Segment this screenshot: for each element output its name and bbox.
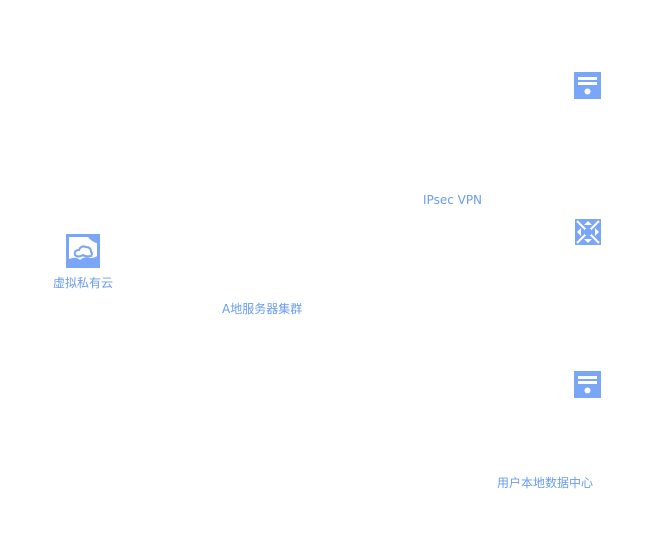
server-icon <box>574 371 601 398</box>
vpn-gateway-icon <box>575 219 601 245</box>
vpc-label: 虚拟私有云 <box>53 276 114 290</box>
local-dc-label: 用户本地数据中心 <box>497 476 594 490</box>
cluster-a-label: A地服务器集群 <box>222 302 303 316</box>
cloud-vpc-icon <box>66 234 100 268</box>
server-icon <box>574 72 601 99</box>
ipsec-vpn-label: IPsec VPN <box>423 193 483 207</box>
